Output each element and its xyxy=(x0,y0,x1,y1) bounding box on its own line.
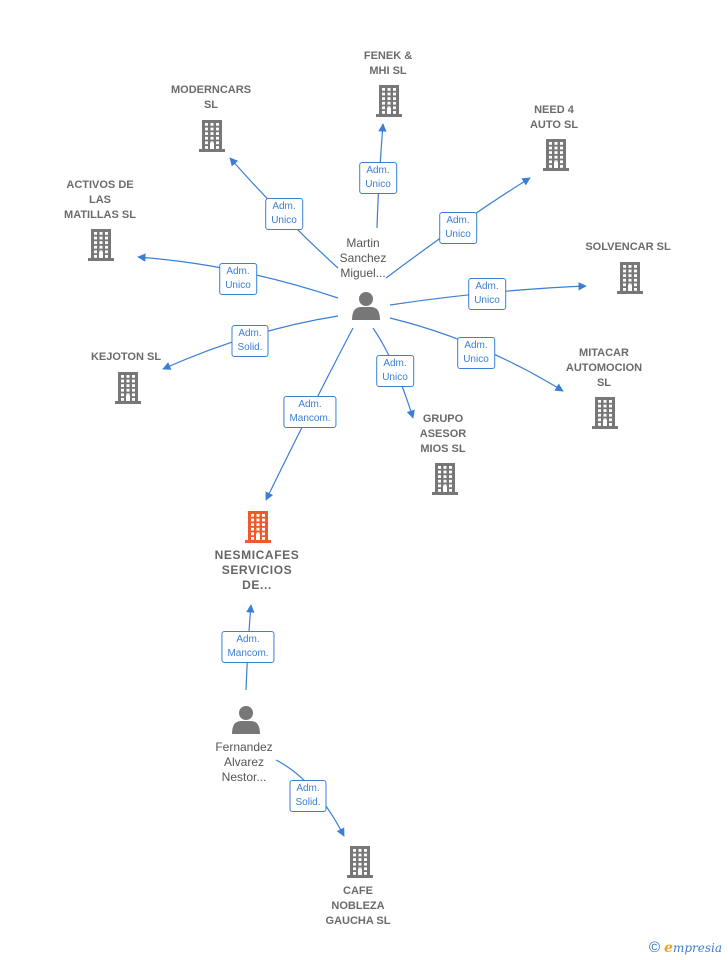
node-label-martin[interactable]: Martin Sanchez Miguel... xyxy=(339,236,387,280)
building-icon[interactable] xyxy=(592,397,618,429)
edge-label-martin-nesmicafes[interactable]: Adm. Mancom. xyxy=(283,396,337,428)
node-label-kejoton[interactable]: KEJOTON SL xyxy=(90,351,162,363)
brand-logo: empresia xyxy=(664,939,722,956)
edge-label-martin-moderncars[interactable]: Adm. Unico xyxy=(265,198,303,230)
node-label-activos[interactable]: ACTIVOS DE LAS MATILLAS SL xyxy=(64,179,136,221)
edge-label-martin-solvencar[interactable]: Adm. Unico xyxy=(468,278,506,310)
person-icon[interactable] xyxy=(352,292,380,320)
building-icon[interactable] xyxy=(617,262,643,294)
edge-label-martin-kejoton[interactable]: Adm. Solid. xyxy=(231,325,269,357)
copyright-icon: © xyxy=(648,939,661,956)
building-icon[interactable] xyxy=(88,229,114,261)
building-icon[interactable] xyxy=(347,846,373,878)
edge-label-fernandez-nesmicafes[interactable]: Adm. Mancom. xyxy=(221,631,275,663)
node-label-fernandez[interactable]: Fernandez Alvarez Nestor... xyxy=(215,740,273,784)
node-label-cafe[interactable]: CAFE NOBLEZA GAUCHA SL xyxy=(325,885,391,927)
brand-footer[interactable]: © empresia xyxy=(649,939,722,956)
edge-label-martin-activos[interactable]: Adm. Unico xyxy=(219,263,257,295)
building-icon[interactable] xyxy=(432,463,458,495)
node-label-nesmicafes[interactable]: NESMICAFES SERVICIOS DE... xyxy=(214,548,300,592)
node-label-need4[interactable]: NEED 4 AUTO SL xyxy=(529,104,579,131)
node-label-grupo[interactable]: GRUPO ASESOR MIOS SL xyxy=(419,413,467,455)
node-label-solvencar[interactable]: SOLVENCAR SL xyxy=(585,241,671,253)
edge-label-martin-grupo[interactable]: Adm. Unico xyxy=(376,355,414,387)
edge-label-fernandez-cafe[interactable]: Adm. Solid. xyxy=(289,780,327,812)
edge-label-martin-need4[interactable]: Adm. Unico xyxy=(439,212,477,244)
building-icon[interactable] xyxy=(115,372,141,404)
node-label-moderncars[interactable]: MODERNCARS SL xyxy=(170,84,252,111)
edge-label-martin-fenek[interactable]: Adm. Unico xyxy=(359,162,397,194)
node-label-mitacar[interactable]: MITACAR AUTOMOCION SL xyxy=(565,347,643,389)
building-icon[interactable] xyxy=(376,85,402,117)
edge-label-martin-mitacar[interactable]: Adm. Unico xyxy=(457,337,495,369)
node-label-fenek[interactable]: FENEK & MHI SL xyxy=(363,50,413,77)
building-icon-focus[interactable] xyxy=(245,511,271,543)
building-icon[interactable] xyxy=(543,139,569,171)
building-icon[interactable] xyxy=(199,120,225,152)
person-icon[interactable] xyxy=(232,706,260,734)
